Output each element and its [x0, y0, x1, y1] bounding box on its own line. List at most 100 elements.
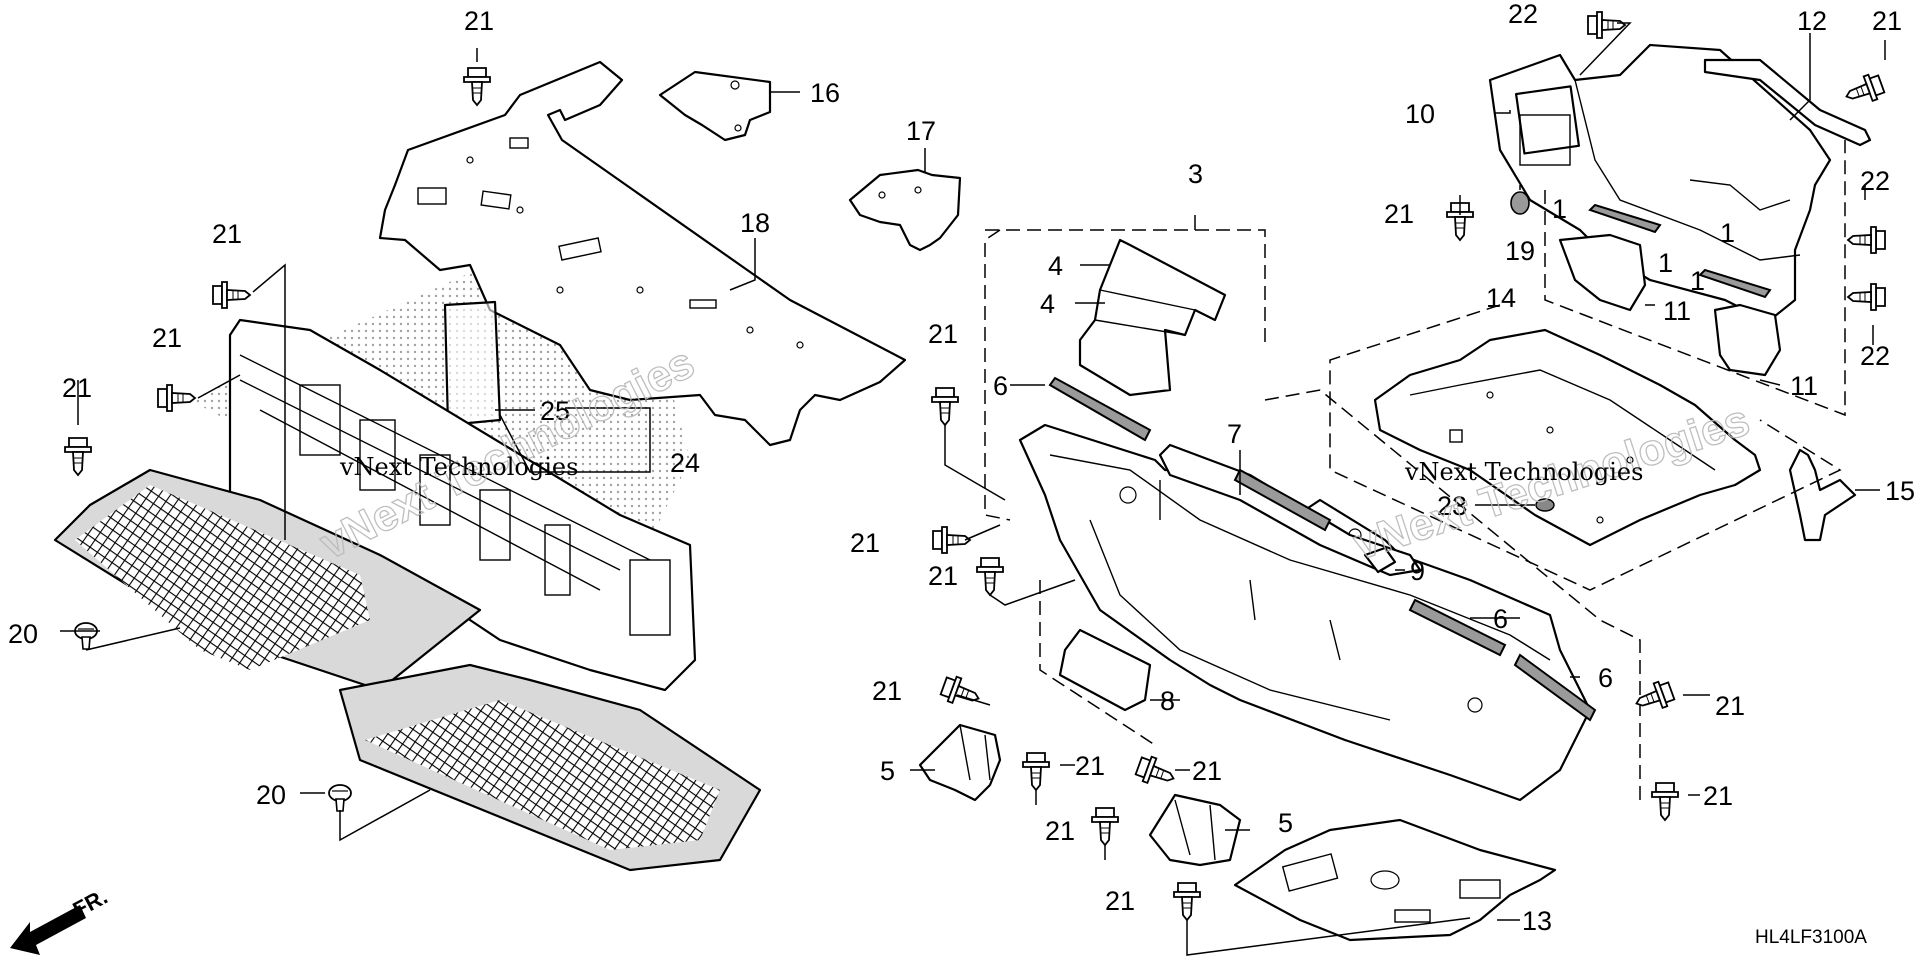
callout-17: 17: [906, 116, 936, 146]
part-13-panel[interactable]: [1233, 818, 1557, 942]
callout-22: 22: [1508, 0, 1538, 29]
callout-11: 11: [1663, 296, 1691, 326]
callout-6: 6: [993, 371, 1008, 401]
callout-23: 23: [1437, 491, 1467, 521]
screw-20-a[interactable]: [74, 622, 98, 650]
bolt-21-c[interactable]: [157, 384, 196, 412]
callout-21: 21: [212, 219, 242, 249]
callout-21: 21: [928, 319, 958, 349]
bolt-21-f[interactable]: [932, 526, 971, 554]
part-7-top-strip[interactable]: [1158, 443, 1422, 577]
part-15-bracket[interactable]: [1788, 448, 1857, 542]
callout-21: 21: [62, 373, 92, 403]
part-23-washer[interactable]: [1535, 498, 1555, 512]
callout-15: 15: [1885, 476, 1915, 506]
callout-16: 16: [810, 78, 840, 108]
part-19-grommet[interactable]: [1510, 191, 1530, 215]
bolt-21-k[interactable]: [1133, 752, 1179, 792]
part-4-foam[interactable]: [1078, 238, 1227, 397]
callout-21: 21: [850, 528, 880, 558]
part-mat-front[interactable]: [53, 468, 482, 692]
screw-20-b[interactable]: [328, 784, 352, 812]
bolt-21-o[interactable]: [1651, 782, 1679, 821]
callout-24: 24: [670, 448, 700, 478]
callout-21: 21: [872, 676, 902, 706]
callout-21: 21: [1703, 781, 1733, 811]
part-17-bracket[interactable]: [848, 168, 962, 252]
callout-5: 5: [1278, 808, 1293, 838]
bolt-21-e[interactable]: [931, 387, 959, 426]
diagram-code: HL4LF3100A: [1755, 927, 1867, 948]
callout-21: 21: [152, 323, 182, 353]
callout-21: 21: [1045, 816, 1075, 846]
part-1-strips[interactable]: [1588, 203, 1772, 299]
callout-21: 21: [1075, 751, 1105, 781]
front-direction-arrow: FR.: [10, 884, 112, 955]
callout-8: 8: [1160, 686, 1175, 716]
callout-3: 3: [1188, 159, 1203, 189]
callout-20: 20: [256, 780, 286, 810]
callout-21: 21: [1105, 886, 1135, 916]
part-11-pad-a[interactable]: [1558, 233, 1647, 312]
callout-21: 21: [1384, 199, 1414, 229]
callout-6: 6: [1493, 604, 1508, 634]
part-6-strip-a[interactable]: [1048, 376, 1152, 442]
callout-1: 1: [1552, 194, 1567, 224]
bolt-22-c[interactable]: [1847, 283, 1886, 311]
bolt-21-g[interactable]: [976, 557, 1004, 596]
callout-12: 12: [1797, 6, 1827, 36]
group-3-bracket: [984, 229, 1011, 521]
callout-1: 1: [1658, 248, 1673, 278]
callout-labels: 21 16 17 18 21 21 21 25 24 20 20 3 4 4 6…: [8, 0, 1915, 936]
part-5-bracket-b[interactable]: [1148, 793, 1242, 867]
bolt-21-n[interactable]: [1631, 677, 1677, 717]
callout-21: 21: [464, 6, 494, 36]
part-5-bracket-a[interactable]: [918, 723, 1002, 802]
bolt-21-m[interactable]: [1173, 882, 1201, 921]
callout-20: 20: [8, 619, 38, 649]
callout-7: 7: [1227, 419, 1242, 449]
part-6-strip-b[interactable]: [1408, 598, 1507, 657]
callout-1: 1: [1720, 218, 1735, 248]
bolt-21-i[interactable]: [938, 672, 984, 712]
part-25-gasket[interactable]: [443, 300, 502, 427]
callout-21: 21: [1872, 6, 1902, 36]
part-12-strip[interactable]: [1703, 58, 1872, 147]
callout-14: 14: [1486, 283, 1516, 313]
callout-18: 18: [740, 208, 770, 238]
part-18-floor-panel[interactable]: [378, 60, 907, 447]
callout-1: 1: [1690, 266, 1705, 296]
callout-5: 5: [880, 756, 895, 786]
callout-22: 22: [1860, 341, 1890, 371]
callout-19: 19: [1505, 236, 1535, 266]
part-9-clip[interactable]: [1363, 546, 1397, 574]
callout-13: 13: [1522, 906, 1552, 936]
bolt-21-a[interactable]: [463, 67, 491, 106]
watermark-right-small: vNext Technologies: [1404, 458, 1643, 486]
callout-25: 25: [540, 396, 570, 426]
part-14-plate[interactable]: [1373, 328, 1762, 547]
bolt-22-b[interactable]: [1847, 226, 1886, 254]
callout-9: 9: [1410, 556, 1425, 586]
bolt-21-l[interactable]: [1091, 807, 1119, 846]
part-8-pad[interactable]: [1058, 628, 1152, 712]
callout-22: 22: [1860, 166, 1890, 196]
bolt-21-b[interactable]: [212, 281, 251, 309]
callout-11: 11: [1790, 371, 1818, 401]
callout-10: 10: [1405, 99, 1435, 129]
callout-21: 21: [1192, 756, 1222, 786]
callout-4: 4: [1048, 251, 1063, 281]
callout-4: 4: [1040, 289, 1055, 319]
part-mat-rear[interactable]: [338, 663, 762, 872]
watermark-left-small: vNext Technologies: [339, 453, 578, 481]
leader-lines: [60, 22, 1886, 956]
bolt-21-j[interactable]: [1022, 752, 1050, 791]
callout-21: 21: [1715, 691, 1745, 721]
part-6-strip-c[interactable]: [1513, 653, 1597, 722]
part-11-pad-b[interactable]: [1713, 303, 1782, 377]
bolt-21-d[interactable]: [64, 437, 92, 476]
bolt-21-p[interactable]: [1841, 70, 1887, 110]
callout-21: 21: [928, 561, 958, 591]
part-16-bracket[interactable]: [658, 70, 772, 142]
